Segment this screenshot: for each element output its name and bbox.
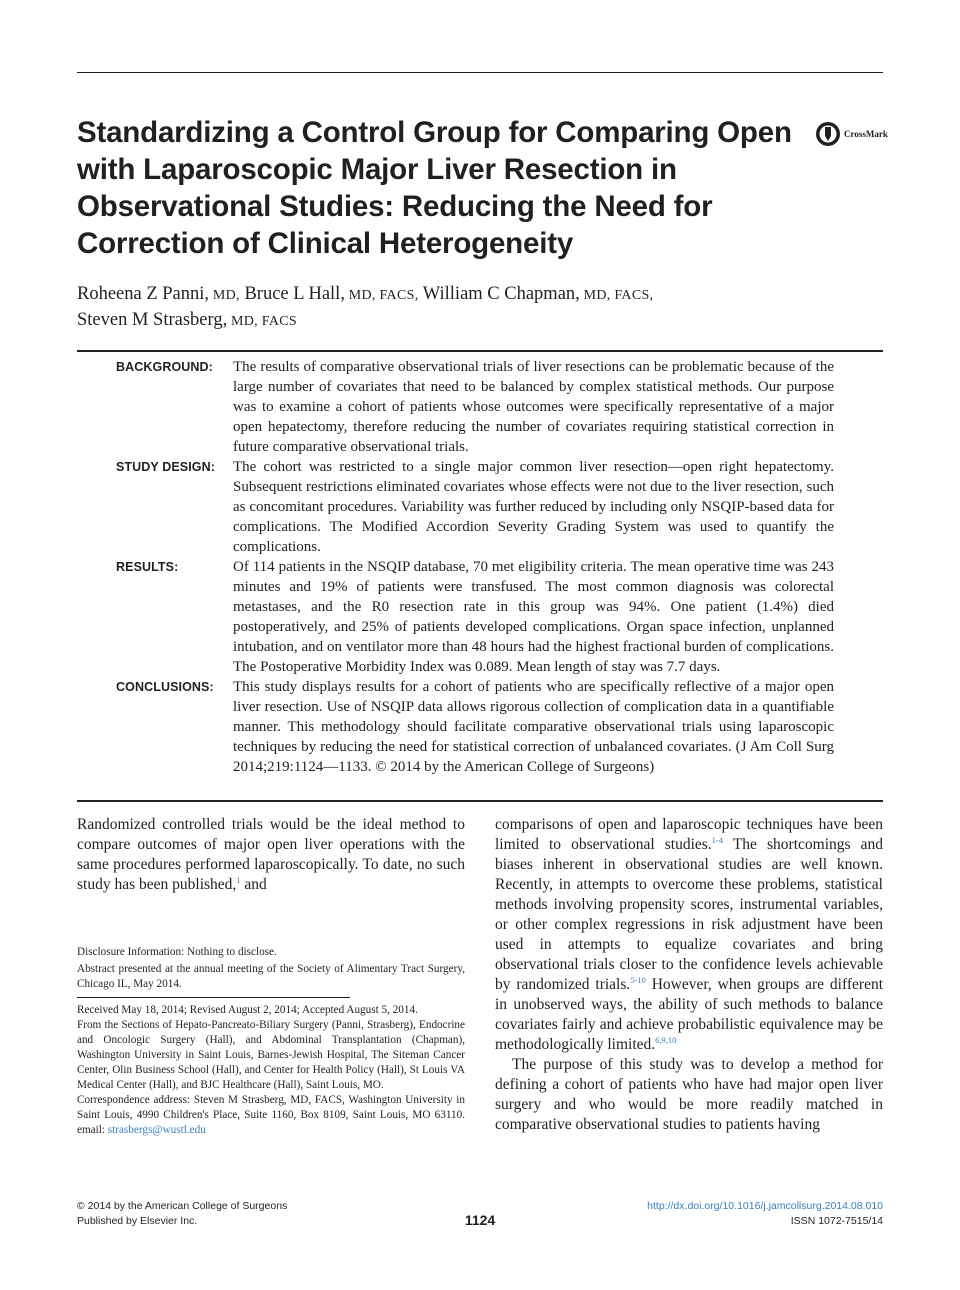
reference-link[interactable]: 1-4 (711, 835, 724, 845)
body-paragraph: The purpose of this study was to develop… (495, 1056, 883, 1133)
abstract-label: BACKGROUND: (116, 360, 213, 374)
abstract-bottom-rule (77, 800, 883, 802)
author-name: William C Chapman, (418, 284, 580, 304)
footer-left: © 2014 by the American College of Surgeo… (77, 1199, 287, 1229)
abstract-section-background: BACKGROUND: The results of comparative o… (116, 357, 834, 457)
body-right-column: comparisons of open and laparoscopic tec… (495, 815, 883, 1135)
crossmark-icon (816, 122, 840, 146)
abstract-text: This study displays results for a cohort… (233, 679, 834, 775)
body-left-column: Randomized controlled trials would be th… (77, 815, 465, 895)
issn-text: ISSN 1072-7515/14 (790, 1215, 883, 1227)
author-list: Roheena Z Panni, MD, Bruce L Hall, MD, F… (77, 282, 797, 334)
author-degree: MD, FACS, (579, 288, 654, 303)
author-name: Roheena Z Panni, (77, 284, 210, 304)
abstract-section-conclusions: CONCLUSIONS: This study displays results… (116, 677, 834, 777)
body-text: However, when groups are different in un… (495, 976, 884, 1053)
affiliations-note: From the Sections of Hepato-Pancreato-Bi… (77, 1019, 465, 1091)
author-degree: MD, FACS (227, 314, 297, 329)
body-text: The shortcomings and biases inherent in … (495, 836, 883, 993)
reference-link[interactable]: 1 (236, 875, 241, 885)
top-rule (77, 72, 883, 73)
publisher-text: Published by Elsevier Inc. (77, 1215, 198, 1227)
crossmark-badge[interactable]: CrossMark (815, 121, 888, 147)
abstract-text: The results of comparative observational… (233, 359, 834, 455)
page-number: 1124 (464, 1212, 496, 1228)
abstract-label: STUDY DESIGN: (116, 460, 215, 474)
author-degree: MD, (209, 288, 240, 303)
correspondence-text: Correspondence address: Steven M Strasbe… (77, 1094, 465, 1136)
abstract-top-rule (77, 350, 883, 352)
reference-link[interactable]: 5-10 (630, 975, 646, 985)
footnote-rule (77, 997, 350, 998)
footer-right: http://dx.doi.org/10.1016/j.jamcollsurg.… (647, 1199, 883, 1229)
abstract-text: Of 114 patients in the NSQIP database, 7… (233, 559, 834, 675)
reference-link[interactable]: 6,9,10 (655, 1035, 677, 1045)
body-text: comparisons of open and laparoscopic tec… (495, 816, 883, 853)
presentation-note: Abstract presented at the annual meeting… (77, 963, 465, 990)
author-name: Bruce L Hall, (239, 284, 345, 304)
received-note: Received May 18, 2014; Revised August 2,… (77, 1004, 418, 1016)
article-title: Standardizing a Control Group for Compar… (77, 116, 792, 260)
disclosure-note: Disclosure Information: Nothing to discl… (77, 946, 277, 958)
email-link[interactable]: strasbergs@wustl.edu (107, 1124, 206, 1136)
author-name: Steven M Strasberg, (77, 310, 228, 330)
abstract: BACKGROUND: The results of comparative o… (116, 357, 834, 777)
crossmark-label: CrossMark (844, 129, 888, 139)
doi-link[interactable]: http://dx.doi.org/10.1016/j.jamcollsurg.… (647, 1200, 883, 1212)
abstract-label: CONCLUSIONS: (116, 680, 214, 694)
correspondence-note: Correspondence address: Steven M Strasbe… (77, 1093, 465, 1138)
body-text: and (240, 876, 267, 893)
abstract-label: RESULTS: (116, 560, 179, 574)
body-paragraph: Randomized controlled trials would be th… (77, 816, 465, 893)
footnotes-bottom: Received May 18, 2014; Revised August 2,… (77, 1003, 465, 1138)
abstract-section-results: RESULTS: Of 114 patients in the NSQIP da… (116, 557, 834, 677)
copyright-text: © 2014 by the American College of Surgeo… (77, 1200, 288, 1212)
author-degree: MD, FACS, (344, 288, 419, 303)
footnotes-top: Disclosure Information: Nothing to discl… (77, 945, 465, 992)
abstract-text: The cohort was restricted to a single ma… (233, 459, 834, 555)
abstract-section-design: STUDY DESIGN: The cohort was restricted … (116, 457, 834, 557)
